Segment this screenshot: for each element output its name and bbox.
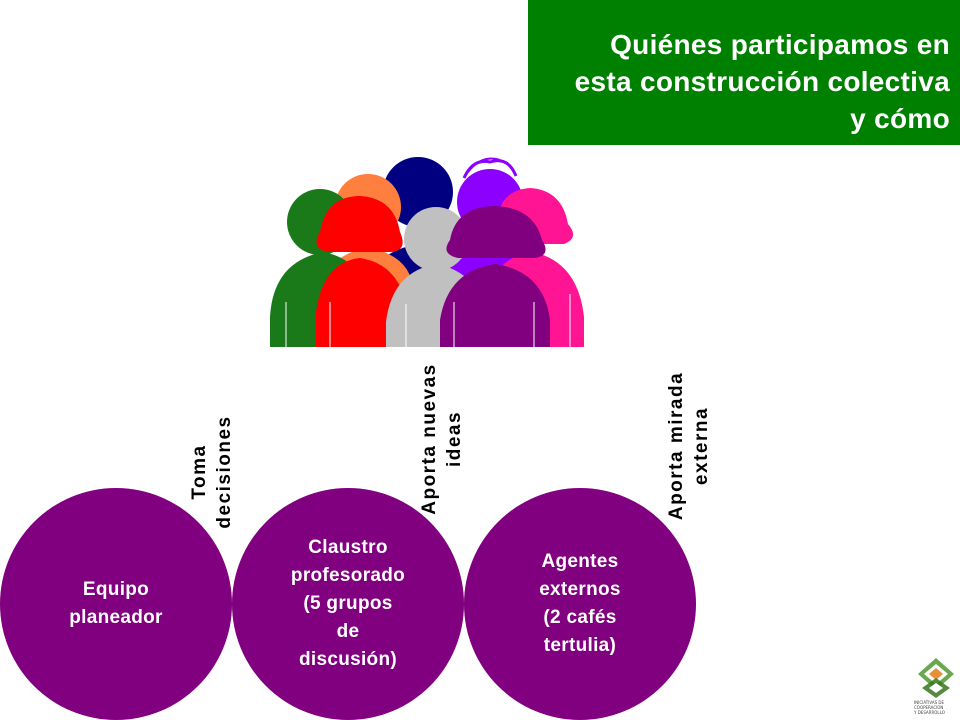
group-circle-equipo-planeador: Equipo planeador bbox=[0, 488, 232, 720]
title-line-2: esta construcción colectiva bbox=[574, 66, 950, 97]
group-label-equipo-planeador: Equipo planeador bbox=[69, 579, 163, 628]
logo-text: INICIATIVAS DE COOPERACION Y DESARROLLO bbox=[914, 700, 945, 715]
organization-logo: INICIATIVAS DE COOPERACION Y DESARROLLO bbox=[914, 656, 958, 718]
person-purple bbox=[440, 206, 550, 347]
group-circle-claustro-profesorado: Claustro profesorado (5 grupos de discus… bbox=[232, 488, 464, 720]
role-label-aporta-nuevas-ideas: Aporta nuevas ideas bbox=[419, 363, 465, 515]
title-box: Quiénes participamos en esta construcció… bbox=[528, 0, 960, 145]
diamond-logo-icon bbox=[918, 658, 954, 698]
role-label-aporta-mirada-externa: Aporta mirada externa bbox=[666, 371, 712, 521]
group-circle-agentes-externos: Agentes externos (2 cafés tertulia) bbox=[464, 488, 696, 720]
title-line-3: y cómo bbox=[850, 103, 950, 134]
group-label-agentes-externos: Agentes externos (2 cafés tertulia) bbox=[539, 551, 621, 656]
people-group-illustration bbox=[270, 157, 584, 347]
person-red bbox=[316, 196, 408, 347]
title-line-1: Quiénes participamos en bbox=[610, 29, 950, 60]
group-label-claustro-profesorado: Claustro profesorado (5 grupos de discus… bbox=[290, 537, 406, 670]
